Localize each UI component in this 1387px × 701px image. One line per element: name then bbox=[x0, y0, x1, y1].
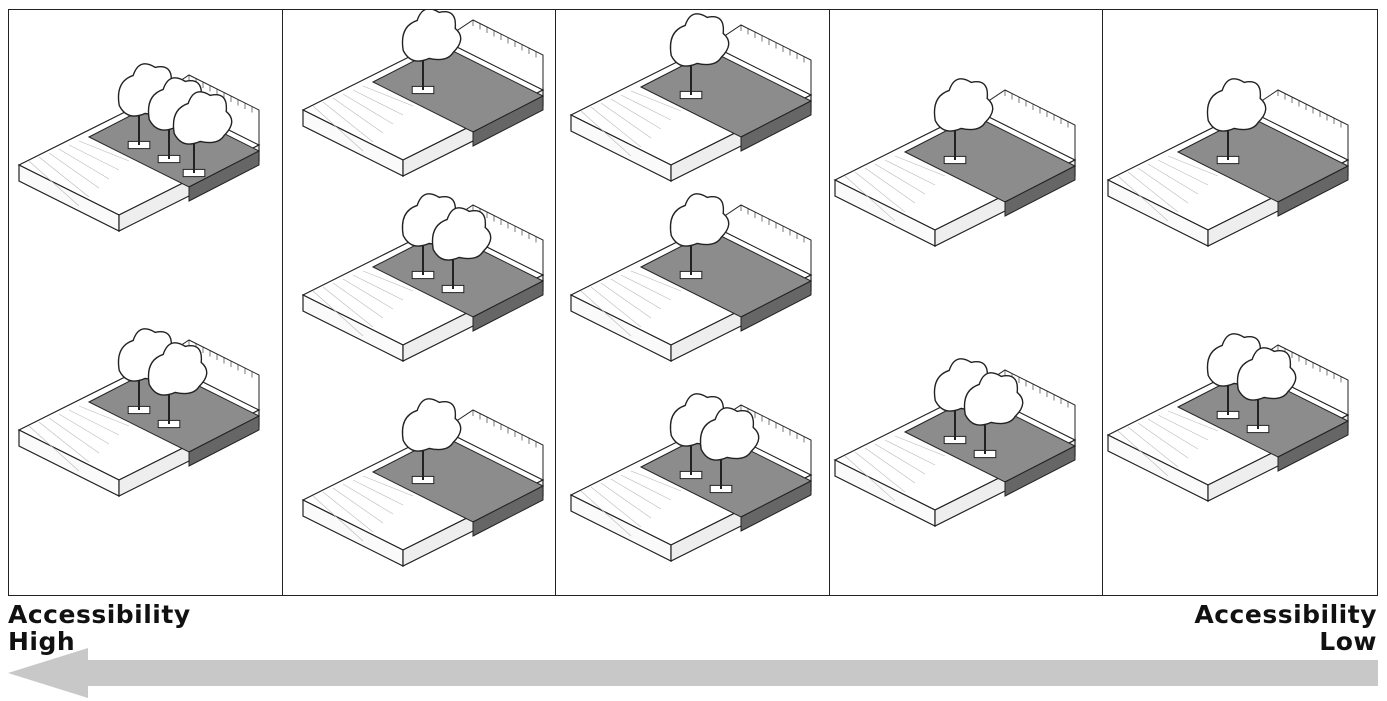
block-berm-path bbox=[835, 79, 1075, 246]
block-stair-block bbox=[303, 399, 543, 566]
panel-column-4 bbox=[830, 10, 1104, 595]
tree-canopy bbox=[671, 194, 729, 246]
block-berm-trees bbox=[835, 359, 1075, 526]
tree-canopy bbox=[402, 399, 460, 451]
accessibility-arrow bbox=[0, 640, 1387, 701]
tree-canopy bbox=[402, 10, 460, 61]
block-terrace-seating bbox=[303, 194, 543, 361]
block-stepped-promenade bbox=[303, 10, 543, 176]
block-road-cars bbox=[1108, 79, 1348, 246]
diagram-panels bbox=[8, 9, 1378, 596]
panel-column-3 bbox=[556, 10, 830, 595]
block-fenced-stair bbox=[571, 194, 811, 361]
block-sunken-ramp bbox=[19, 329, 259, 496]
block-grid-deck bbox=[571, 14, 811, 181]
block-sunken-ramp bbox=[1108, 334, 1348, 501]
tree-canopy bbox=[671, 14, 729, 66]
accessibility-high-line1: Accessibility bbox=[8, 601, 191, 628]
tree-canopy bbox=[1208, 79, 1266, 131]
panel-column-5 bbox=[1103, 10, 1377, 595]
panel-column-2 bbox=[283, 10, 557, 595]
accessibility-low-line1: Accessibility bbox=[1194, 601, 1377, 628]
panel-column-1 bbox=[9, 10, 283, 595]
panel-3-drawing bbox=[556, 10, 830, 595]
panel-5-drawing bbox=[1103, 10, 1377, 595]
block-plaza-trees bbox=[19, 64, 259, 231]
panel-1-drawing bbox=[9, 10, 283, 595]
arrow-shape bbox=[8, 648, 1378, 698]
block-terrace-trees bbox=[571, 394, 811, 561]
panel-2-drawing bbox=[283, 10, 557, 595]
panel-4-drawing bbox=[830, 10, 1104, 595]
tree-canopy bbox=[934, 79, 992, 131]
